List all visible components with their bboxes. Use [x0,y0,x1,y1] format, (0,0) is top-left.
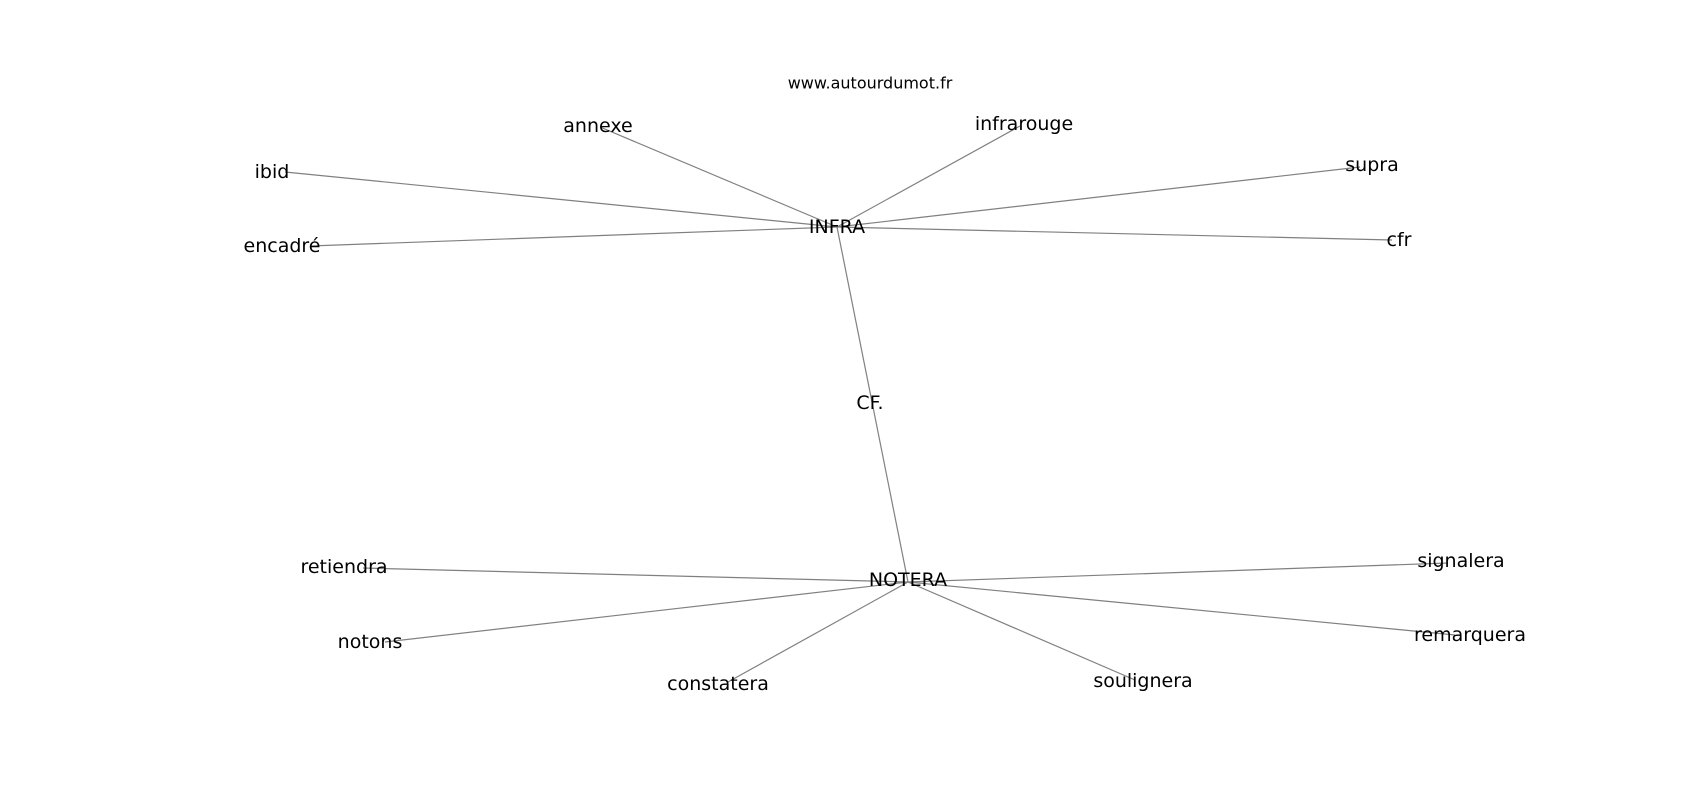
edge-notera-remarquera [907,581,1456,636]
node-signalera[interactable]: signalera [1417,550,1504,572]
edge-notera-soulignera [907,581,1136,681]
node-notera[interactable]: NOTERA [869,569,947,591]
graph-edges [284,125,1456,683]
node-encadre[interactable]: encadré [244,235,321,257]
node-remarquera[interactable]: remarquera [1414,624,1526,646]
node-annexe[interactable]: annexe [563,115,632,137]
site-title: www.autourdumot.fr [788,74,953,93]
node-soulignera[interactable]: soulignera [1093,670,1192,692]
node-ibid[interactable]: ibid [255,161,290,183]
edge-infra-cfr [836,226,1393,241]
node-cfr[interactable]: cfr [1387,229,1412,251]
node-cf[interactable]: CF. [856,392,883,414]
edge-notera-constatera [727,581,909,683]
edge-notera-retiendra [362,567,909,583]
graph-nodes: INFRA CF. NOTERA annexe infrarouge ibid supra e… [244,113,1526,695]
edge-infra-notera [836,226,909,583]
edge-infra-annexe [599,126,838,228]
edge-infra-ibid [284,171,838,228]
node-retiendra[interactable]: retiendra [300,556,387,578]
node-infrarouge[interactable]: infrarouge [975,113,1073,135]
node-infra[interactable]: INFRA [809,216,865,238]
node-notons[interactable]: notons [338,631,403,653]
edge-notera-signalera [907,562,1449,583]
edge-notera-notons [384,581,909,643]
edge-infra-infrarouge [836,125,1021,228]
edge-infra-supra [836,166,1361,228]
edge-infra-encadre [309,226,838,247]
node-supra[interactable]: supra [1345,154,1398,176]
node-constatera[interactable]: constatera [667,673,769,695]
